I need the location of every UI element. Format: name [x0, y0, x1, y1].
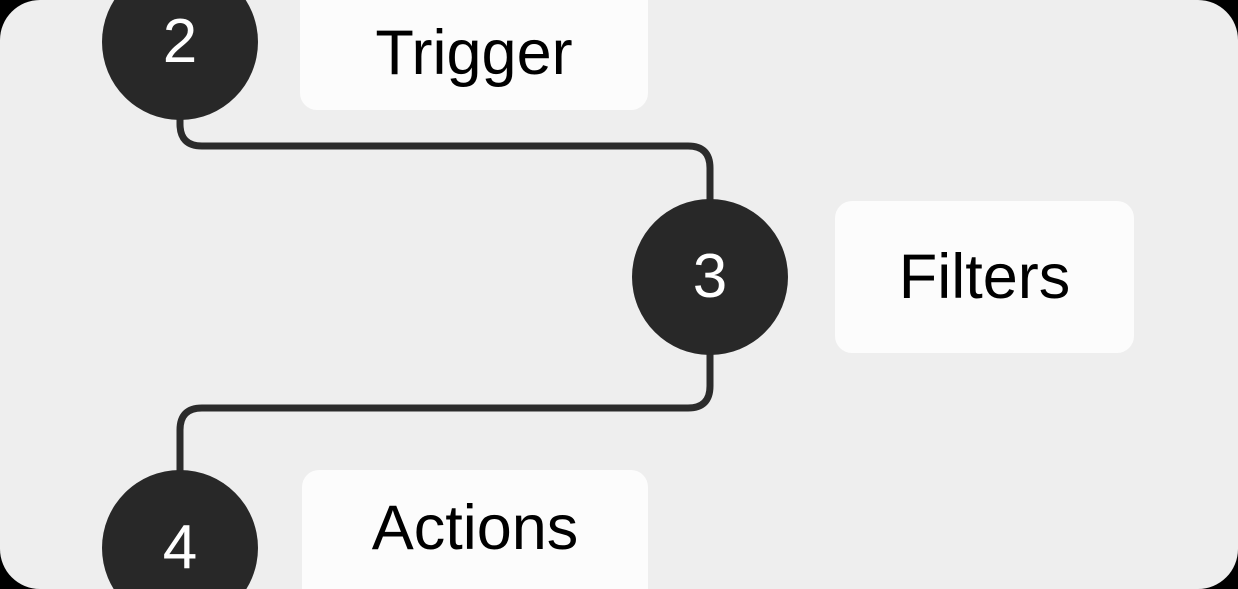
step-node-4[interactable]: 4 — [102, 470, 258, 589]
step-node-2-number: 2 — [162, 7, 198, 76]
step-card-actions[interactable]: Actions — [302, 470, 648, 589]
step-card-trigger-label: Trigger — [375, 17, 573, 88]
step-node-3[interactable]: 3 — [632, 199, 788, 355]
step-card-actions-label: Actions — [371, 492, 579, 563]
step-node-4-number: 4 — [162, 513, 198, 582]
step-node-2[interactable]: 2 — [102, 0, 258, 120]
step-card-filters[interactable]: Filters — [835, 201, 1134, 353]
step-card-trigger[interactable]: Trigger — [300, 0, 648, 110]
step-node-3-number: 3 — [692, 242, 728, 311]
step-card-filters-label: Filters — [898, 241, 1071, 312]
